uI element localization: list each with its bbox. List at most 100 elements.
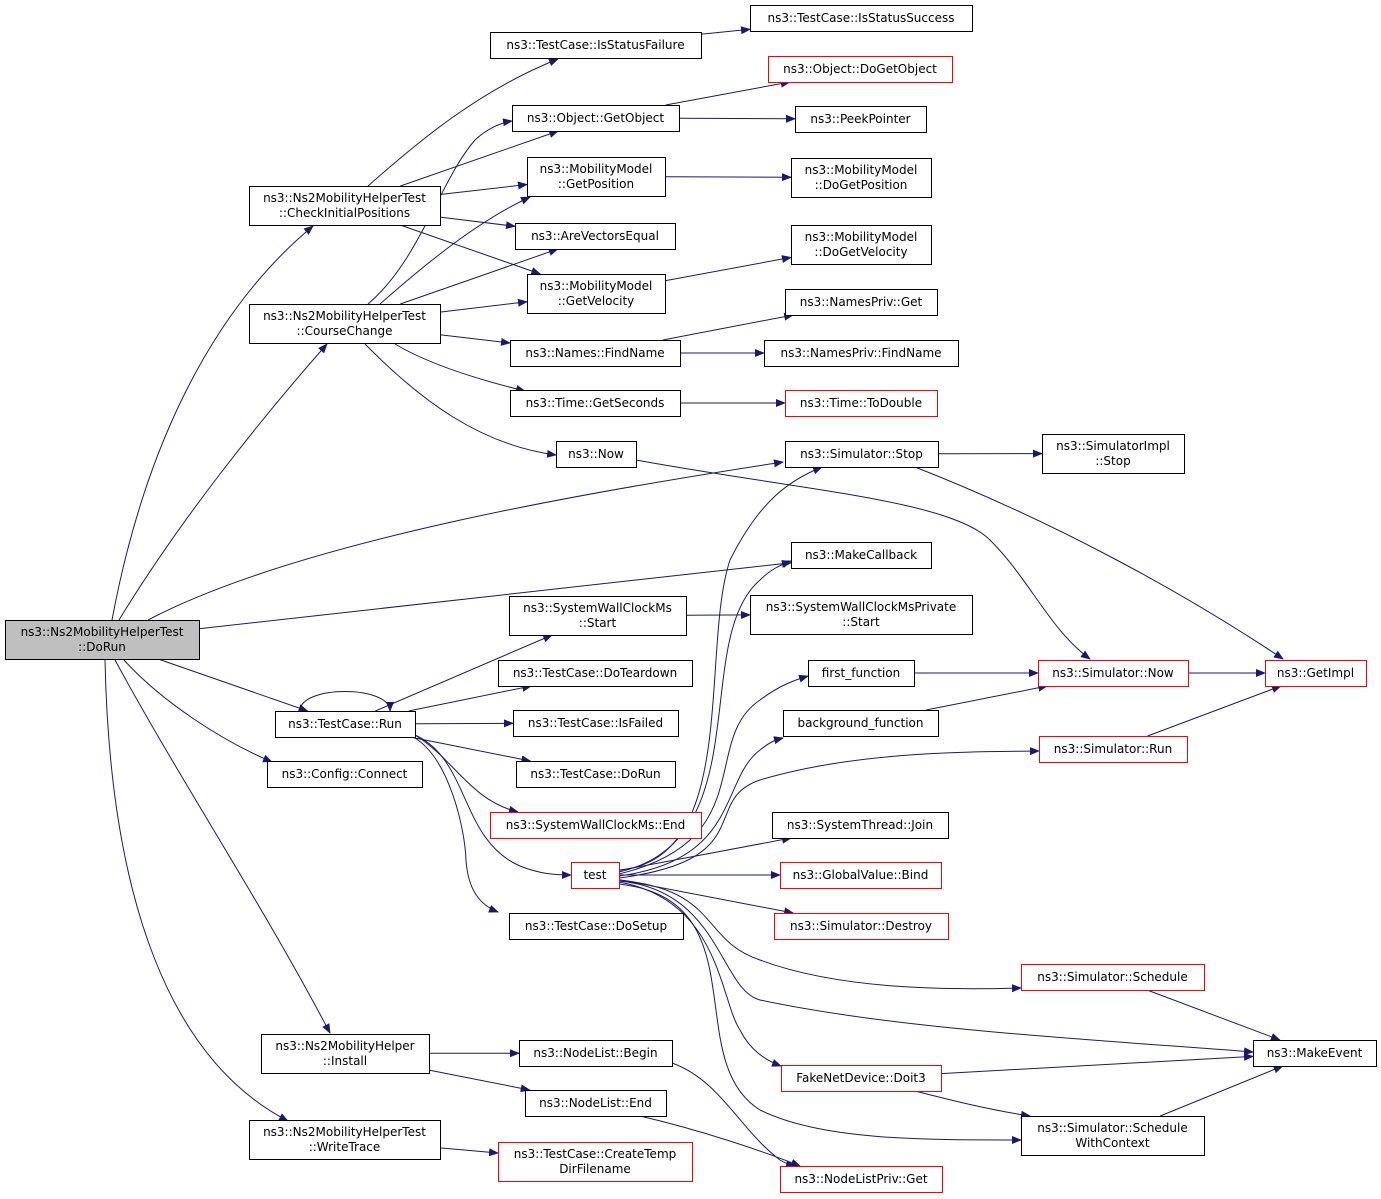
node-box[interactable] [1042, 434, 1185, 474]
node-box[interactable] [571, 862, 620, 889]
node-box[interactable] [780, 1166, 943, 1193]
node-box[interactable] [498, 660, 693, 687]
node-n19[interactable]: ns3::Simulator::Now [1038, 660, 1189, 687]
node-box[interactable] [780, 862, 942, 889]
node-box[interactable] [785, 390, 938, 417]
node-n43[interactable]: ns3::Config::Connect [267, 761, 423, 788]
node-box[interactable] [1253, 1040, 1377, 1067]
node-n5[interactable]: ns3::Object::DoGetObject [768, 56, 953, 83]
node-n33[interactable]: background_function [783, 710, 939, 737]
node-box[interactable] [525, 1090, 667, 1117]
node-n18[interactable]: ns3::Now [556, 441, 637, 468]
node-n24[interactable]: ns3::TestCase::Run [275, 711, 416, 738]
node-n28[interactable]: ns3::TestCase::IsFailed [513, 710, 679, 737]
node-box[interactable] [275, 711, 416, 738]
node-n13[interactable]: ns3::Names::FindName [510, 340, 681, 367]
node-box[interactable] [808, 660, 915, 687]
node-n31[interactable]: test [571, 862, 620, 889]
node-n46[interactable]: ns3::NodeList::End [525, 1090, 667, 1117]
node-n15[interactable]: ns3::NamesPriv::FindName [764, 340, 959, 367]
node-box[interactable] [490, 812, 702, 839]
node-box[interactable] [515, 223, 676, 250]
node-box[interactable] [267, 761, 423, 788]
node-n9[interactable]: ns3::AreVectorsEqual [515, 223, 676, 250]
node-box[interactable] [774, 913, 949, 940]
node-box[interactable] [1039, 736, 1188, 763]
node-n17[interactable]: ns3::Time::ToDouble [785, 390, 938, 417]
node-n0[interactable]: ns3::Ns2MobilityHelperTest::DoRun [5, 620, 200, 660]
node-n40[interactable]: FakeNetDevice::Doit3 [781, 1065, 942, 1092]
node-box[interactable] [791, 158, 932, 198]
node-box[interactable] [516, 761, 676, 788]
node-n44[interactable]: ns3::Ns2MobilityHelper::Install [261, 1034, 430, 1074]
node-n11[interactable]: ns3::MobilityModel::DoGetVelocity [791, 225, 932, 265]
node-n16[interactable]: ns3::Time::GetSeconds [510, 390, 681, 417]
node-n37[interactable]: ns3::Simulator::Destroy [774, 913, 949, 940]
node-box[interactable] [512, 105, 680, 132]
node-box[interactable] [519, 1040, 673, 1067]
node-n10[interactable]: ns3::MobilityModel::GetVelocity [527, 274, 666, 314]
node-box[interactable] [513, 710, 679, 737]
node-n34[interactable]: ns3::Simulator::Run [1039, 736, 1188, 763]
node-box[interactable] [750, 5, 973, 32]
node-n45[interactable]: ns3::NodeList::Begin [519, 1040, 673, 1067]
node-n42[interactable]: ns3::TestCase::DoSetup [509, 913, 684, 940]
node-n8[interactable]: ns3::MobilityModel::DoGetPosition [791, 158, 932, 198]
node-n14[interactable]: ns3::NamesPriv::Get [785, 289, 938, 316]
node-n25[interactable]: ns3::SystemWallClockMs::Start [509, 596, 687, 636]
node-n29[interactable]: ns3::TestCase::DoRun [516, 761, 676, 788]
node-box[interactable] [1265, 660, 1367, 687]
node-box[interactable] [1038, 660, 1189, 687]
node-box[interactable] [785, 441, 939, 468]
node-n12[interactable]: ns3::Ns2MobilityHelperTest::CourseChange [249, 304, 441, 344]
node-box[interactable] [750, 595, 973, 635]
node-box[interactable] [1021, 1116, 1205, 1156]
node-box[interactable] [795, 106, 927, 133]
node-n30[interactable]: ns3::SystemWallClockMs::End [490, 812, 702, 839]
node-n6[interactable]: ns3::PeekPointer [795, 106, 927, 133]
node-n22[interactable]: ns3::SimulatorImpl::Stop [1042, 434, 1185, 474]
node-n23[interactable]: ns3::MakeCallback [791, 542, 932, 569]
node-box[interactable] [527, 274, 666, 314]
node-box[interactable] [768, 56, 953, 83]
node-n27[interactable]: ns3::TestCase::DoTeardown [498, 660, 693, 687]
node-box[interactable] [527, 157, 666, 197]
node-n35[interactable]: ns3::SystemThread::Join [772, 812, 949, 839]
node-n4[interactable]: ns3::Object::GetObject [512, 105, 680, 132]
node-n36[interactable]: ns3::GlobalValue::Bind [780, 862, 942, 889]
node-box[interactable] [498, 1142, 693, 1182]
node-n38[interactable]: ns3::Simulator::Schedule [1021, 964, 1205, 991]
node-box[interactable] [490, 32, 702, 59]
node-box[interactable] [764, 340, 959, 367]
node-box[interactable] [556, 441, 637, 468]
node-n26[interactable]: ns3::SystemWallClockMsPrivate::Start [750, 595, 973, 635]
node-box[interactable] [510, 390, 681, 417]
node-box[interactable] [510, 340, 681, 367]
node-box[interactable] [249, 186, 441, 226]
node-box[interactable] [249, 304, 441, 344]
node-box[interactable] [509, 913, 684, 940]
node-box[interactable] [781, 1065, 942, 1092]
node-n3[interactable]: ns3::TestCase::IsStatusSuccess [750, 5, 973, 32]
node-n21[interactable]: ns3::Simulator::Stop [785, 441, 939, 468]
node-box[interactable] [785, 289, 938, 316]
node-box[interactable] [772, 812, 949, 839]
node-box[interactable] [509, 596, 687, 636]
node-box[interactable] [1021, 964, 1205, 991]
node-box[interactable] [261, 1034, 430, 1074]
node-n47[interactable]: ns3::NodeListPriv::Get [780, 1166, 943, 1193]
node-box[interactable] [791, 542, 932, 569]
node-n2[interactable]: ns3::TestCase::IsStatusFailure [490, 32, 702, 59]
node-n7[interactable]: ns3::MobilityModel::GetPosition [527, 157, 666, 197]
node-box[interactable] [791, 225, 932, 265]
node-n1[interactable]: ns3::Ns2MobilityHelperTest::CheckInitial… [249, 186, 441, 226]
node-n20[interactable]: ns3::GetImpl [1265, 660, 1367, 687]
node-box[interactable] [5, 620, 200, 660]
node-n39[interactable]: ns3::MakeEvent [1253, 1040, 1377, 1067]
node-box[interactable] [783, 710, 939, 737]
node-n32[interactable]: first_function [808, 660, 915, 687]
node-n48[interactable]: ns3::Ns2MobilityHelperTest::WriteTrace [249, 1120, 441, 1160]
node-box[interactable] [249, 1120, 441, 1160]
